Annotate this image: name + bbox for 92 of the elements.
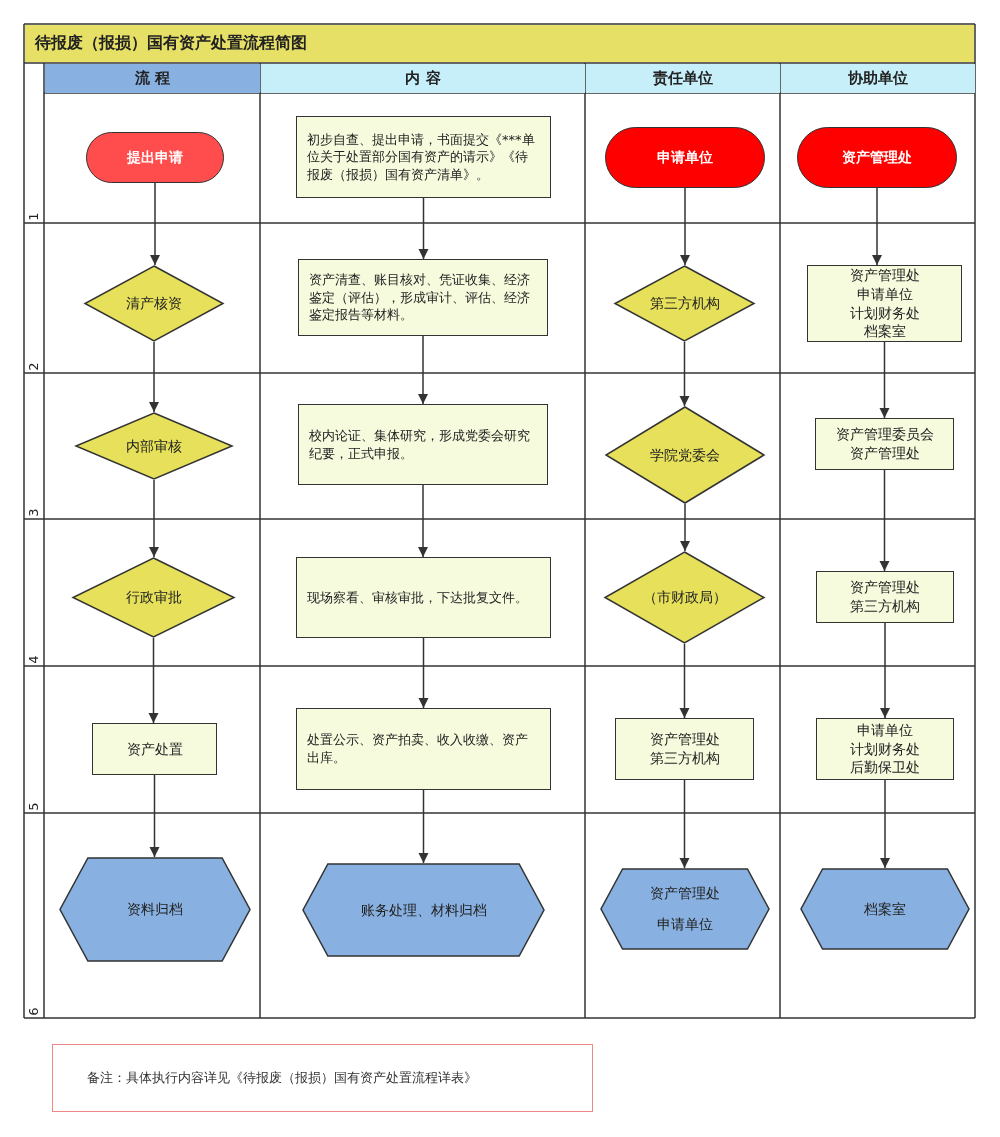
node-text: 资产清查、账目核对、凭证收集、经济鉴定（评估），形成审计、评估、经济鉴定报告等材料。 xyxy=(309,271,531,324)
node-text: 资产管理处 xyxy=(650,884,720,903)
arrow xyxy=(871,187,883,266)
column-header xyxy=(261,64,585,93)
process-box xyxy=(298,404,548,485)
process-box xyxy=(296,557,551,638)
arrow xyxy=(418,637,429,709)
column-header xyxy=(45,64,260,93)
node-text: 计划财务处 xyxy=(850,739,920,759)
process-box xyxy=(815,418,954,470)
start-terminal xyxy=(86,132,224,183)
arrow xyxy=(679,503,691,552)
arrow xyxy=(148,341,160,413)
note-box xyxy=(52,1044,593,1112)
arrow xyxy=(679,187,691,266)
node-text: 清产核资 xyxy=(126,294,182,313)
row-number: 4 xyxy=(25,655,41,664)
arrow xyxy=(679,341,690,407)
node-text: 计划财务处 xyxy=(849,303,920,323)
node-text: 账务处理、材料归档 xyxy=(360,900,487,920)
row-number: 6 xyxy=(25,1007,41,1016)
hexagon-node xyxy=(600,868,770,950)
node-text: 第三方机构 xyxy=(649,294,720,313)
node-text: 校内论证、集体研究，形成党委会研究纪要，正式申报。 xyxy=(309,426,531,463)
node-text: 资产管理处 xyxy=(849,265,920,285)
node-text: 处置公示、资产拍卖、收入收缴、资产出库。 xyxy=(307,731,529,767)
arrow xyxy=(879,469,890,572)
column-header xyxy=(781,64,975,93)
node-text: 资产处置 xyxy=(126,739,183,759)
hexagon-node xyxy=(59,857,251,962)
node-text: 申请单位 xyxy=(657,915,713,934)
node-text: 资产管理处 xyxy=(849,444,920,463)
node-text: 申请单位 xyxy=(856,284,913,304)
arrow xyxy=(879,622,891,719)
process-box xyxy=(816,718,954,780)
process-box xyxy=(615,718,754,780)
node-text: 申请单位 xyxy=(657,148,713,167)
decision-diamond xyxy=(84,265,224,342)
node-text: 学院党委会 xyxy=(650,445,720,465)
node-text: 初步自查、提出申请，书面提交《***单位关于处置部分国有资产的请示》《待报废（报损）国有资产清单》。 xyxy=(307,130,536,184)
decision-diamond xyxy=(605,406,765,504)
header-text: 协助单位 xyxy=(848,68,908,89)
title-bar: 待报废（报损）国有资产处置流程简图 xyxy=(25,25,974,62)
node-text: 资产管理委员会 xyxy=(835,425,934,444)
arrow xyxy=(417,484,429,558)
node-text: 现场察看、审核审批，下达批复文件。 xyxy=(307,588,528,607)
arrow xyxy=(418,197,429,260)
arrow xyxy=(879,779,891,869)
node-text: （市财政局） xyxy=(642,588,727,607)
arrow xyxy=(418,789,429,864)
decision-diamond xyxy=(614,265,755,342)
node-text: 申请单位 xyxy=(857,720,913,740)
node-text: 第三方机构 xyxy=(850,597,920,616)
arrow xyxy=(148,479,160,558)
node-text: 提出申请 xyxy=(127,148,183,167)
arrow xyxy=(148,637,159,724)
node-text: 资产管理处 xyxy=(842,148,912,167)
process-box xyxy=(296,708,551,790)
process-box xyxy=(298,259,548,336)
decision-diamond xyxy=(75,412,233,480)
process-box xyxy=(92,723,217,775)
hexagon-node xyxy=(302,863,545,957)
note-text: 备注：具体执行内容详见《待报废（报损）国有资产处置流程详表》 xyxy=(87,1069,477,1087)
node-text: 第三方机构 xyxy=(649,749,720,768)
header-text: 流 程 xyxy=(134,68,171,89)
process-box xyxy=(816,571,954,623)
header-text: 责任单位 xyxy=(653,68,713,89)
decision-diamond xyxy=(72,557,235,638)
arrow xyxy=(417,335,429,405)
node-text: 后勤保卫处 xyxy=(850,758,920,778)
arrow xyxy=(149,182,161,266)
arrow xyxy=(149,774,160,858)
node-text: 资料归档 xyxy=(127,900,183,919)
column-header xyxy=(586,64,780,93)
arrow xyxy=(879,341,890,419)
row-number: 3 xyxy=(25,508,41,517)
process-box xyxy=(296,116,551,198)
hexagon-node xyxy=(800,868,970,950)
node-text: 内部审核 xyxy=(126,436,182,456)
process-box xyxy=(807,265,962,342)
node-text: 资产管理处 xyxy=(850,578,920,597)
row-number: 5 xyxy=(25,802,41,811)
row-number: 1 xyxy=(25,212,41,221)
node-text: 档案室 xyxy=(863,322,906,342)
node-text: 档案室 xyxy=(864,899,906,919)
node-text: 行政审批 xyxy=(125,588,182,607)
node-text: 资产管理处 xyxy=(649,730,720,749)
arrow xyxy=(679,643,690,719)
row-number: 2 xyxy=(25,362,41,371)
arrow xyxy=(679,779,690,869)
header-text: 内 容 xyxy=(405,68,441,89)
decision-diamond xyxy=(604,551,765,644)
